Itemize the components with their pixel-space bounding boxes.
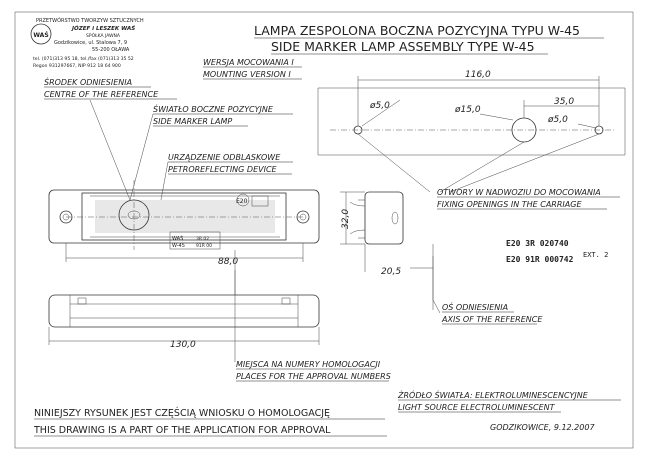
dim-length: 130,0 xyxy=(170,340,196,350)
lamp-side-view: 32,0 20,5 xyxy=(340,191,441,314)
dim-hole-d1: ø5,0 xyxy=(369,101,390,111)
callout-fixing-pl: OTWORY W NADWOZIU DO MOCOWANIA xyxy=(437,188,601,197)
dim-offset: 35,0 xyxy=(554,97,574,107)
approval-ext: EXT. 2 xyxy=(583,251,608,259)
dim-hole-spacing: 116,0 xyxy=(465,70,491,80)
top-profile xyxy=(48,294,320,328)
callout-side-marker-en: SIDE MARKER LAMP xyxy=(153,117,232,126)
lamp-lens xyxy=(81,192,287,241)
dim-width: 88,0 xyxy=(218,257,238,267)
company-line1: PRZETWÓRSTWO TWORZYW SZTUCZNYCH xyxy=(36,17,144,24)
light-source-pl: ŹRÓDŁO ŚWIATŁA: ELEKTROLUMINESCENCYJNE xyxy=(397,389,589,400)
place-date: GODZIKOWICE, 9.12.2007 xyxy=(490,423,595,432)
svg-text:3R 02: 3R 02 xyxy=(196,236,209,242)
callout-reference-center-pl: ŚRODEK ODNIESIENIA xyxy=(44,76,132,87)
logo-text: WAŚ xyxy=(33,32,48,39)
approval-mark-2: E20 91R 000742 xyxy=(506,255,574,264)
callout-retro-en: PETROREFLECTING DEVICE xyxy=(168,165,278,174)
footer-note-en: THIS DRAWING IS A PART OF THE APPLICATIO… xyxy=(33,425,331,436)
company-line4: Godzikowice, ul. Stalowa 7, 9 xyxy=(54,40,127,46)
e-mark-circle xyxy=(236,193,250,207)
lamp-top-view: 130,0 xyxy=(48,250,320,362)
callout-axis-pl: OŚ ODNIESIENIA xyxy=(442,301,508,312)
callout-axis-en: AXIS OF THE REFERENCE xyxy=(441,315,543,324)
callout-side-marker-pl: ŚWIATŁO BOCZNE POZYCYJNE xyxy=(153,103,274,114)
callout-retro-pl: URZĄDZENIE ODBLASKOWE xyxy=(168,153,281,162)
company-line2: JÓZEF i LESZEK WAŚ xyxy=(71,25,135,32)
lamp-e20: E20 xyxy=(236,198,248,205)
dim-hole-d2: ø15,0 xyxy=(454,105,481,115)
callout-fixing-en: FIXING OPENINGS IN THE CARRIAGE xyxy=(437,200,582,209)
title-en: SIDE MARKER LAMP ASSEMBLY TYPE W-45 xyxy=(271,39,535,54)
mounting-pl: WERSJA MOCOWANIA I xyxy=(203,58,294,67)
title-pl: LAMPA ZESPOLONA BOCZNA POZYCYJNA TYPU W-… xyxy=(254,23,580,38)
light-source-en: LIGHT SOURCE ELECTROLUMINESCENT xyxy=(398,403,556,412)
dim-height: 32,0 xyxy=(341,209,351,229)
svg-text:91R 00: 91R 00 xyxy=(196,243,212,249)
retroreflector-pattern xyxy=(95,200,275,233)
lamp-body xyxy=(48,189,320,244)
callout-approval-pl: MIEJSCA NA NUMERY HOMOLOGACJI xyxy=(236,360,381,369)
drawing-border xyxy=(14,11,634,449)
lamp-label-2: W-45 xyxy=(172,243,185,249)
company-line6: tel. (071)313 95 18, tel./fax (071)313 3… xyxy=(33,56,134,62)
footer-note-pl: NINIEJSZY RYSUNEK JEST CZĘŚCIĄ WNIOSKU O… xyxy=(34,407,330,419)
mounting-holes-view: 116,0 35,0 ø5,0 ø15,0 ø5,0 xyxy=(317,70,626,193)
dim-depth: 20,5 xyxy=(381,267,401,277)
side-profile xyxy=(364,191,404,245)
lamp-label-1: WAŚ xyxy=(172,235,183,242)
company-line7: Regon 931297667, NIP 912 18 64 900 xyxy=(33,63,121,69)
company-logo: WAŚ xyxy=(30,23,52,45)
callout-reference-center-en: CENTRE OF THE REFERENCE xyxy=(44,90,159,99)
mounting-en: MOUNTING VERSION I xyxy=(203,70,291,79)
dim-hole-d3: ø5,0 xyxy=(547,115,568,125)
company-line5: 55-200 OŁAWA xyxy=(92,47,130,53)
lamp-front-view: WAŚ W-45 3R 02 91R 00 E20 88,0 xyxy=(48,180,320,267)
approval-mark-1: E20 3R 020740 xyxy=(506,239,569,248)
company-stamp: PRZETWÓRSTWO TWORZYW SZTUCZNYCH JÓZEF i … xyxy=(33,17,144,69)
callout-approval-en: PLACES FOR THE APPROVAL NUMBERS xyxy=(236,372,391,381)
company-line3: SPÓŁKA JAWNA xyxy=(86,32,121,39)
